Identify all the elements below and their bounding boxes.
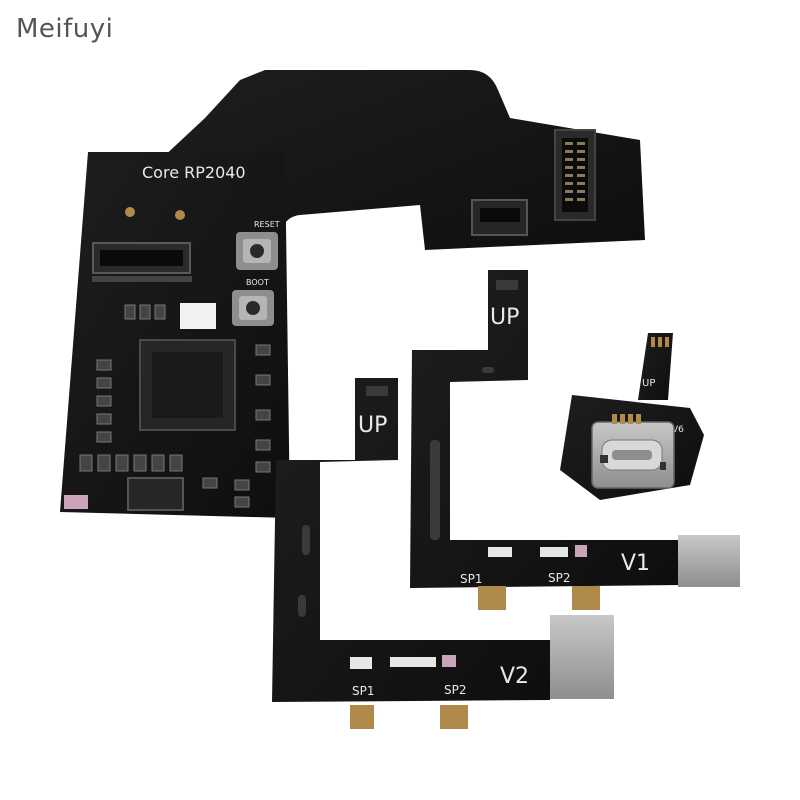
rp2040-chip [139, 339, 236, 431]
small-ribbon-connector [471, 199, 528, 236]
rp2040-main-board: Core RP2040 RESET BOOT [60, 70, 645, 518]
usb-port [591, 414, 675, 489]
flex-cable-v1: UP SP1 SP2 V1 [410, 270, 740, 610]
flex-v1-version: V1 [621, 551, 650, 576]
boot-button [232, 290, 274, 326]
ribbon-connector [554, 129, 596, 221]
flex-v2-sp2-tab [440, 705, 468, 729]
flex-v1-sp2: SP2 [548, 571, 571, 585]
flex-v2-sp1: SP1 [352, 684, 375, 698]
board-title: Core RP2040 [142, 163, 246, 182]
usb-up-label: UP [642, 378, 655, 389]
reset-label: RESET [254, 220, 280, 229]
flex-v1-pad [540, 547, 568, 557]
flash-chip [127, 477, 184, 511]
flex-v2-up-label: UP [358, 413, 387, 438]
flex-v1-metal-tab [678, 535, 740, 587]
usb-version-label: V6 [672, 425, 684, 435]
flex-v1-mark [496, 280, 518, 290]
flex-v2-body [272, 378, 550, 702]
flex-v1-pad [488, 547, 512, 557]
usb-adapter-tail [638, 333, 673, 400]
led-window [180, 303, 216, 329]
gold-pad [175, 210, 185, 220]
brand-watermark: Meifuyi [16, 14, 114, 44]
smd-components [79, 304, 271, 508]
boot-label: BOOT [246, 278, 269, 287]
flex-v2-pad [442, 655, 456, 667]
flex-v1-pad [575, 545, 587, 557]
flex-v2-sp2: SP2 [444, 683, 467, 697]
status-led [64, 495, 88, 509]
board-fpc-connector [92, 242, 192, 282]
flex-v1-sp1-tab [478, 586, 506, 610]
flex-v2-pad [390, 657, 436, 667]
flex-v2-pad [350, 657, 372, 669]
flex-cable-v2: UP SP1 SP2 V2 [272, 378, 614, 729]
usb-adapter: UP V6 [560, 333, 704, 500]
flex-v2-sp1-tab [350, 705, 374, 729]
flex-v2-version: V2 [500, 664, 529, 689]
reset-button [236, 232, 278, 270]
flex-v1-slots [430, 367, 494, 540]
flex-v2-metal-tab [550, 615, 614, 699]
flex-v1-body [410, 270, 680, 588]
usb-adapter-tail-pads [651, 337, 669, 347]
gold-pad [125, 207, 135, 217]
flex-v2-mark [366, 386, 388, 396]
flex-v2-slots [298, 525, 310, 617]
flex-v1-sp2-tab [572, 586, 600, 610]
flex-v1-up-label: UP [490, 305, 519, 330]
flex-v1-sp1: SP1 [460, 572, 483, 586]
